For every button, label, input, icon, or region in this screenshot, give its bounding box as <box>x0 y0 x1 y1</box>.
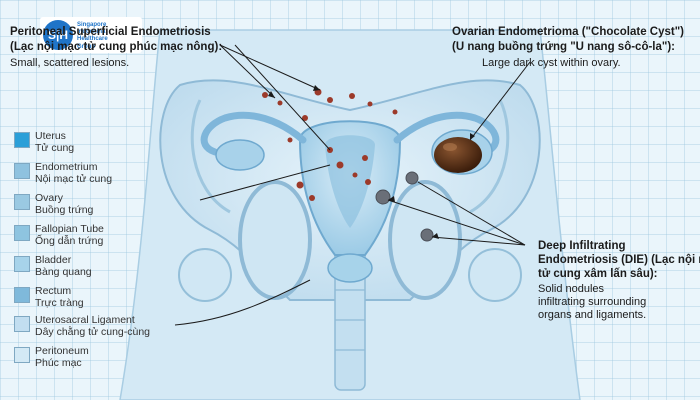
obturator-left <box>238 180 312 300</box>
die-desc-line1: Solid nodules <box>538 283 605 295</box>
ovarian-title: Ovarian Endometrioma ("Chocolate Cyst") <box>452 26 685 38</box>
fallopian-tube-left <box>200 111 307 156</box>
chocolate-cyst <box>434 137 482 173</box>
ovarian-title-vi: (U nang buồng trứng "U nang sô-cô-la"): <box>452 41 676 53</box>
die-title-line2: Endometriosis (DIE) (Lạc nội mạc <box>538 254 700 266</box>
logo-mark-icon: S|H <box>43 20 73 50</box>
die-title-line3: tử cung xâm lấn sâu): <box>538 268 658 280</box>
superficial-desc: Small, scattered lesions. <box>10 57 130 69</box>
brand-logo: S|H Singapore Indochina Healthcare Group <box>40 17 142 53</box>
legend-swatch <box>14 347 30 363</box>
die-desc-line3: organs and ligaments. <box>538 309 647 321</box>
ovarian-desc: Large dark cyst within ovary. <box>482 57 621 69</box>
legend-swatch <box>14 225 30 241</box>
legend-swatch <box>14 163 30 179</box>
fallopian-tube-right <box>393 111 500 156</box>
ovary-left <box>215 139 265 171</box>
legend-swatch <box>14 316 30 332</box>
die-desc-line2: infiltrating surrounding <box>538 296 647 308</box>
annotation-arrows <box>174 44 531 326</box>
bladder <box>327 253 373 283</box>
legend-swatch <box>14 287 30 303</box>
superficial-title: Peritoneal Superficial Endometriosis <box>10 26 211 38</box>
die-nodules <box>375 171 434 242</box>
superficial-title-vi: (Lạc nội mạc tử cung phúc mạc nông): <box>10 41 223 53</box>
logo-wordmark: Singapore Indochina Healthcare Group <box>77 22 108 50</box>
legend-swatch <box>14 256 30 272</box>
die-title-line1: Deep Infiltrating <box>538 240 626 252</box>
legend-swatch <box>14 194 30 210</box>
legend-swatch <box>14 132 30 148</box>
